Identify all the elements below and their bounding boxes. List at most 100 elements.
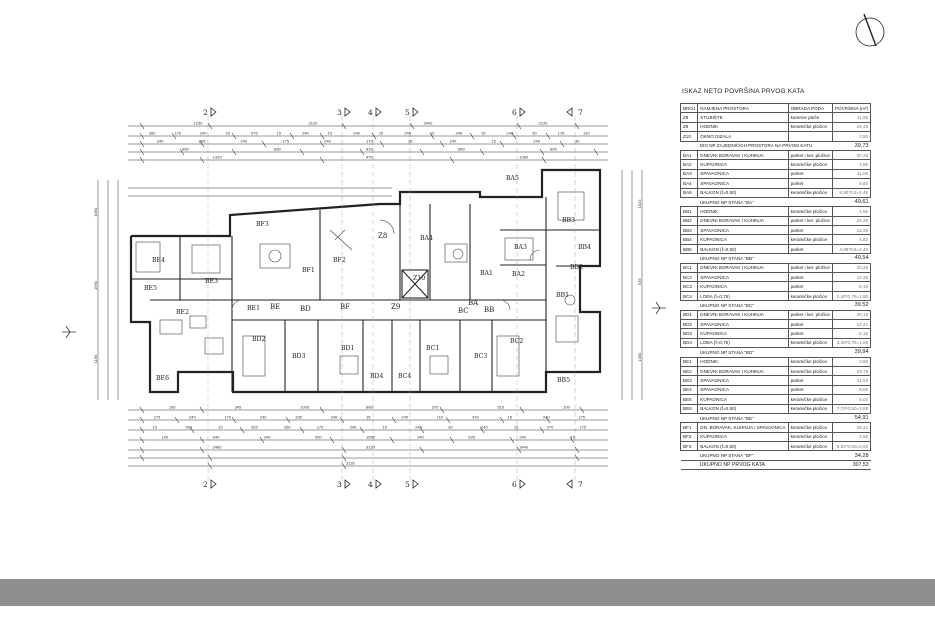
dimension-lines [97, 125, 643, 467]
room-area: 13,36 [831, 225, 872, 236]
room-id: BE5 [679, 394, 699, 405]
dimension-value: 240 [543, 415, 550, 420]
room-id: BA3 [679, 168, 699, 180]
subtotal-value: 39,73 [832, 140, 871, 151]
dimension-value: 100 [162, 435, 169, 440]
room-id: Z9 [679, 121, 699, 133]
room-purpose: BALKON (f=0,50) [697, 187, 789, 198]
room-purpose: SPAVAONICA [697, 318, 789, 330]
subtotal-spacer [680, 140, 698, 151]
subtotal-spacer [680, 459, 698, 471]
room-id: BB1 [679, 206, 699, 217]
room-purpose: DNEVNI BORAVAK I KUHINJA [697, 215, 789, 227]
dimension-value: 240 [472, 415, 479, 420]
room-purpose: HODNIK [697, 356, 789, 367]
room-floor-finish [787, 131, 833, 142]
dimension-value: 240 [157, 139, 164, 144]
dimension-value: 15 [508, 415, 513, 420]
dimension-value: 240 [350, 425, 357, 430]
dimension-value: 240 [200, 131, 207, 136]
dimension-value: 175 [154, 415, 161, 420]
room-id: BF3 [679, 441, 699, 452]
room-floor-finish: keramičke pločice [787, 159, 833, 170]
room-floor-finish: kamene ploče [787, 112, 833, 123]
axis-label: 3 [337, 108, 342, 117]
room-label: BB2 [570, 264, 583, 271]
axis-label: 5 [405, 108, 410, 117]
room-area: 3,92 [831, 431, 872, 443]
dimension-value: 15 [491, 139, 496, 144]
room-floor-finish: parket [787, 168, 833, 180]
subtotal-label: DIO NP ZAJEDNIČKIH PROSTORA NA PRVOM KAT… [697, 140, 833, 151]
dimension-value: 15 [408, 139, 413, 144]
dimension-value: 3120 [366, 445, 376, 450]
room-area: 23,79 [831, 365, 872, 377]
room-id: BA5 [679, 187, 699, 198]
room-floor-finish: keramičke pločice [787, 121, 833, 133]
room-floor-finish: keramičke pločice [787, 206, 833, 217]
room-floor-finish: parket i ker. pločice [787, 215, 833, 227]
room-label: Z10 [413, 275, 425, 282]
subtotal-value: 49,61 [832, 196, 871, 208]
room-purpose: SPAVAONICA [697, 272, 789, 283]
room-area: 8,62 [831, 384, 872, 396]
room-area: 20,20 [831, 262, 872, 274]
room-area: 5,16 [831, 281, 872, 292]
dimension-value: 30 [448, 425, 453, 430]
subtotal-value: 39,52 [832, 300, 871, 311]
room-label: BC1 [426, 345, 439, 352]
room-purpose: KUPAONICA [697, 328, 789, 339]
room-area: 24,48 [831, 121, 872, 133]
dimension-value: 3440 [519, 445, 529, 450]
dimension-value: 15 [481, 131, 486, 136]
room-purpose: HODNIK [697, 121, 789, 133]
dimension-value: 2480 [213, 445, 223, 450]
room-purpose: BALKON (f=0,50) [697, 243, 789, 255]
room-area: 8,90*0,5=4,45 [831, 187, 872, 198]
room-id: BB3 [679, 225, 699, 236]
room-area: 4,83 [831, 234, 872, 245]
room-label: BD1 [341, 345, 355, 352]
room-label: BE6 [156, 375, 169, 382]
room-id: Z8 [679, 112, 699, 123]
axis-lines [207, 116, 576, 484]
room-purpose: DN. BORAVAK, KUHINJA I SPAVAONICA [697, 422, 789, 433]
dimension-value: 15 [328, 131, 333, 136]
room-purpose: LOĐA (f=0,75) [697, 290, 789, 302]
room-id: BF1 [679, 422, 699, 433]
room-floor-finish: parket i ker. pločice [787, 149, 833, 161]
room-floor-finish: parket [787, 318, 833, 330]
room-floor-finish: keramičke pločice [787, 403, 833, 414]
dimension-value: 475 [366, 155, 373, 160]
room-area: 4,89 [831, 159, 872, 170]
dimension-value: 110 [583, 131, 590, 136]
room-label: BC4 [398, 373, 411, 380]
dimension-value: 880 [366, 405, 373, 410]
dimension-value: 240 [404, 131, 411, 136]
subtotal-label: UKUPNO NP STANA "BC" [697, 300, 833, 311]
room-purpose: SPAVAONICA [697, 384, 789, 396]
room-floor-finish: parket [787, 375, 833, 386]
room-label: BB3 [562, 217, 575, 224]
room-label: BC3 [474, 353, 487, 360]
dimension-value: 175 [580, 425, 587, 430]
room-floor-finish: keramičke pločice [787, 422, 833, 433]
dimension-value: 1230 [194, 121, 204, 126]
room-label: BA3 [514, 244, 527, 251]
subtotal-spacer [680, 196, 698, 208]
room-area: 5,04 [831, 394, 872, 405]
dimension-value: 240 [401, 415, 408, 420]
dimension-value: 2120 [539, 121, 549, 126]
dimension-value: 1005 [300, 405, 310, 410]
dimension-value: 240 [507, 131, 514, 136]
